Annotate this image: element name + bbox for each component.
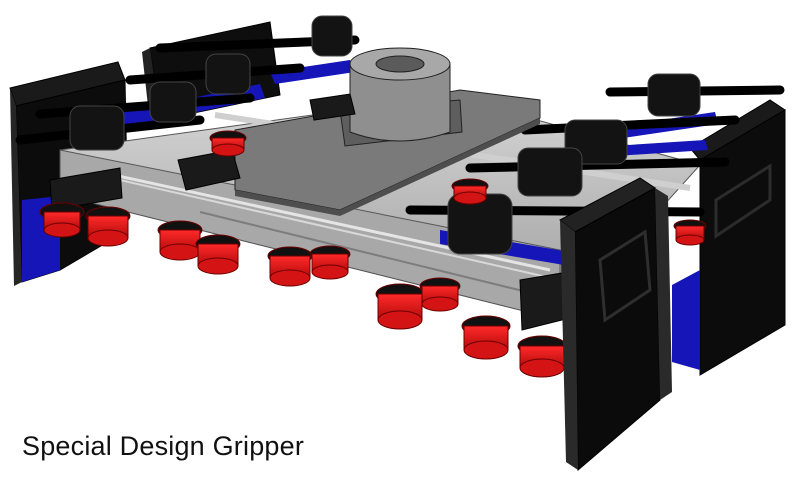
linear-bearing-icon [69, 105, 125, 151]
suction-cup-icon [85, 206, 131, 247]
caption: Special Design Gripper [22, 431, 305, 461]
suction-cup-icon [451, 178, 489, 205]
suction-cup-icon [39, 202, 85, 238]
linear-bearing-icon [311, 15, 353, 57]
linear-bearing-icon [647, 73, 701, 117]
linear-bearing-icon [517, 147, 583, 197]
suction-cup-icon [309, 245, 351, 280]
linear-bearing-icon [205, 53, 251, 95]
mount-flange [339, 47, 463, 147]
suction-cup-icon [195, 234, 241, 275]
side-jaw-plate-right-front [559, 177, 672, 472]
linear-bearing-icon [149, 81, 197, 123]
mount-plate [234, 89, 541, 216]
suction-cup-icon [419, 277, 461, 312]
suction-cup-icon [673, 219, 707, 246]
suction-cup-icon [267, 246, 313, 287]
suction-cup-icon [209, 130, 247, 157]
suction-cup-icon [375, 283, 425, 330]
suction-cups [39, 130, 707, 378]
linear-bearings [69, 15, 701, 255]
suction-cup-icon [157, 220, 203, 261]
corner-brackets [49, 93, 571, 331]
suction-cup-icon [461, 315, 511, 360]
side-jaw-plate-right-back [672, 99, 786, 376]
suction-cup-icon [517, 335, 567, 378]
